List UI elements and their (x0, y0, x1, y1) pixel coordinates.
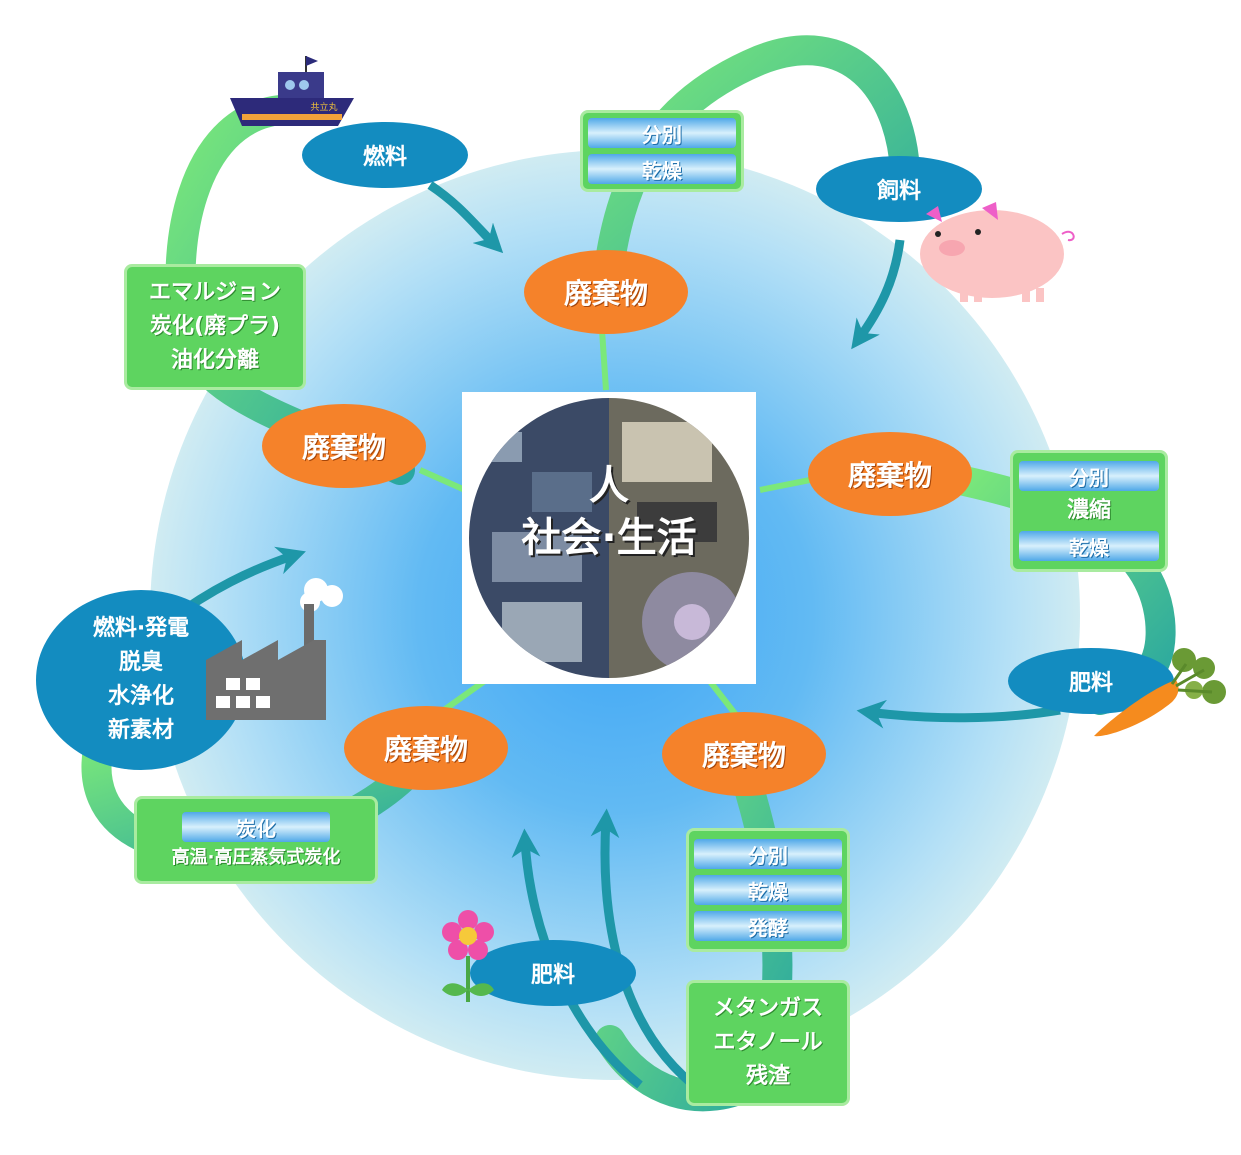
resource-fertilizer-bottom: 肥料 (470, 940, 636, 1006)
carbon-use-item: 燃料·発電 (92, 616, 190, 641)
process-box-carbonization: 炭化 高温·高圧蒸気式炭化 (134, 796, 378, 884)
pig-icon (920, 202, 1075, 302)
products-box-biogas: メタンガス エタノール 残渣 (686, 980, 850, 1106)
process-step: 乾燥 (694, 875, 842, 905)
waste-node-right: 廃棄物 (808, 432, 972, 516)
resource-feed: 飼料 (816, 156, 982, 222)
carbon-use-item: 脱臭 (118, 650, 163, 675)
process-step: 分別 (588, 118, 736, 148)
carrot-icon (1094, 648, 1226, 737)
process-step: 炭化 (182, 812, 330, 842)
process-step: 乾燥 (1019, 531, 1159, 561)
process-box-fuel: エマルジョン 炭化(廃プラ) 油化分離 (124, 264, 306, 390)
process-box-biogas: 分別 乾燥 発酵 (686, 828, 850, 952)
waste-node-top: 廃棄物 (524, 250, 688, 334)
center-title: 人 社会·生活 (462, 460, 756, 564)
center-line1: 人 (589, 463, 629, 509)
process-item: エマルジョン (148, 280, 281, 305)
process-box-feed: 分別 乾燥 (580, 110, 744, 192)
waste-node-left: 廃棄物 (262, 404, 426, 488)
resource-fuel: 燃料 (302, 122, 468, 188)
process-item: 炭化(廃プラ) (149, 314, 281, 339)
carbon-use-item: 新素材 (107, 718, 174, 743)
process-item: 濃縮 (1066, 498, 1111, 523)
waste-node-bottom-left: 廃棄物 (344, 706, 508, 790)
product-item: メタンガス (712, 996, 823, 1021)
process-box-fertilizer-right: 分別 濃縮 乾燥 (1010, 450, 1168, 572)
process-step: 分別 (1019, 461, 1159, 491)
loop-feed (590, 35, 920, 315)
ship-name: 共立丸 (310, 101, 337, 113)
waste-node-bottom-right: 廃棄物 (662, 712, 826, 796)
center-line2: 社会·生活 (521, 515, 697, 561)
center-photo (462, 392, 756, 684)
product-item: エタノール (713, 1030, 823, 1055)
flower-icon (442, 910, 494, 1002)
process-detail: 高温·高圧蒸気式炭化 (171, 847, 341, 868)
carbon-use-item: 水浄化 (107, 684, 174, 709)
process-step: 分別 (694, 839, 842, 869)
factory-icon (206, 578, 343, 720)
process-step: 発酵 (694, 911, 842, 941)
ship-icon: 共立丸 (230, 56, 354, 126)
product-item: 残渣 (745, 1064, 790, 1089)
process-step: 乾燥 (588, 154, 736, 184)
process-item: 油化分離 (170, 348, 259, 373)
society-photo-circle (469, 398, 749, 678)
resource-carbon-uses: 燃料·発電 脱臭 水浄化 新素材 (36, 590, 246, 770)
